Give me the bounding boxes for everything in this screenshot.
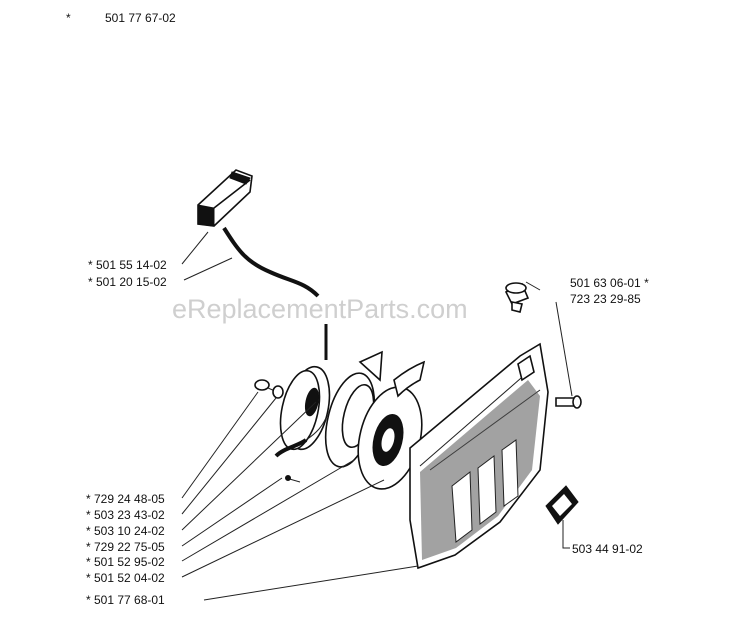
knob-bushing: [504, 282, 530, 313]
washer: [272, 385, 284, 399]
label-flywheel-cup: * 501 52 04-02: [86, 571, 165, 585]
label-housing-screw: 723 23 29-85: [570, 292, 641, 306]
starter-rope: [222, 226, 328, 360]
starter-handle: [197, 169, 253, 227]
label-starter-housing: * 501 77 68-01: [86, 593, 165, 607]
pulley-screw: [254, 379, 283, 395]
decal-plate: [545, 485, 579, 525]
label-decal: 503 44 91-02: [572, 542, 643, 556]
housing-screw: [555, 395, 582, 409]
label-washer: * 503 23 43-02: [86, 508, 165, 522]
watermark-text: eReplacementParts.com: [172, 294, 468, 324]
leader-lines: [181, 231, 573, 601]
label-handle: * 501 55 14-02: [88, 258, 167, 272]
label-knob: 501 63 06-01 *: [570, 276, 649, 290]
assembly-number: 501 77 67-02: [105, 11, 176, 25]
starter-housing: [409, 342, 549, 570]
label-pulley-screw: * 729 24 48-05: [86, 492, 165, 506]
label-spring-cup: * 501 52 95-02: [86, 555, 165, 569]
starter-spring: [274, 417, 327, 458]
header-star: *: [66, 11, 71, 25]
label-small-screw: * 729 22 75-05: [86, 540, 165, 554]
label-pulley: * 503 10 24-02: [86, 524, 165, 538]
small-screw: [285, 475, 301, 483]
label-rope: * 501 20 15-02: [88, 275, 167, 289]
flywheel-cup: [357, 360, 426, 490]
